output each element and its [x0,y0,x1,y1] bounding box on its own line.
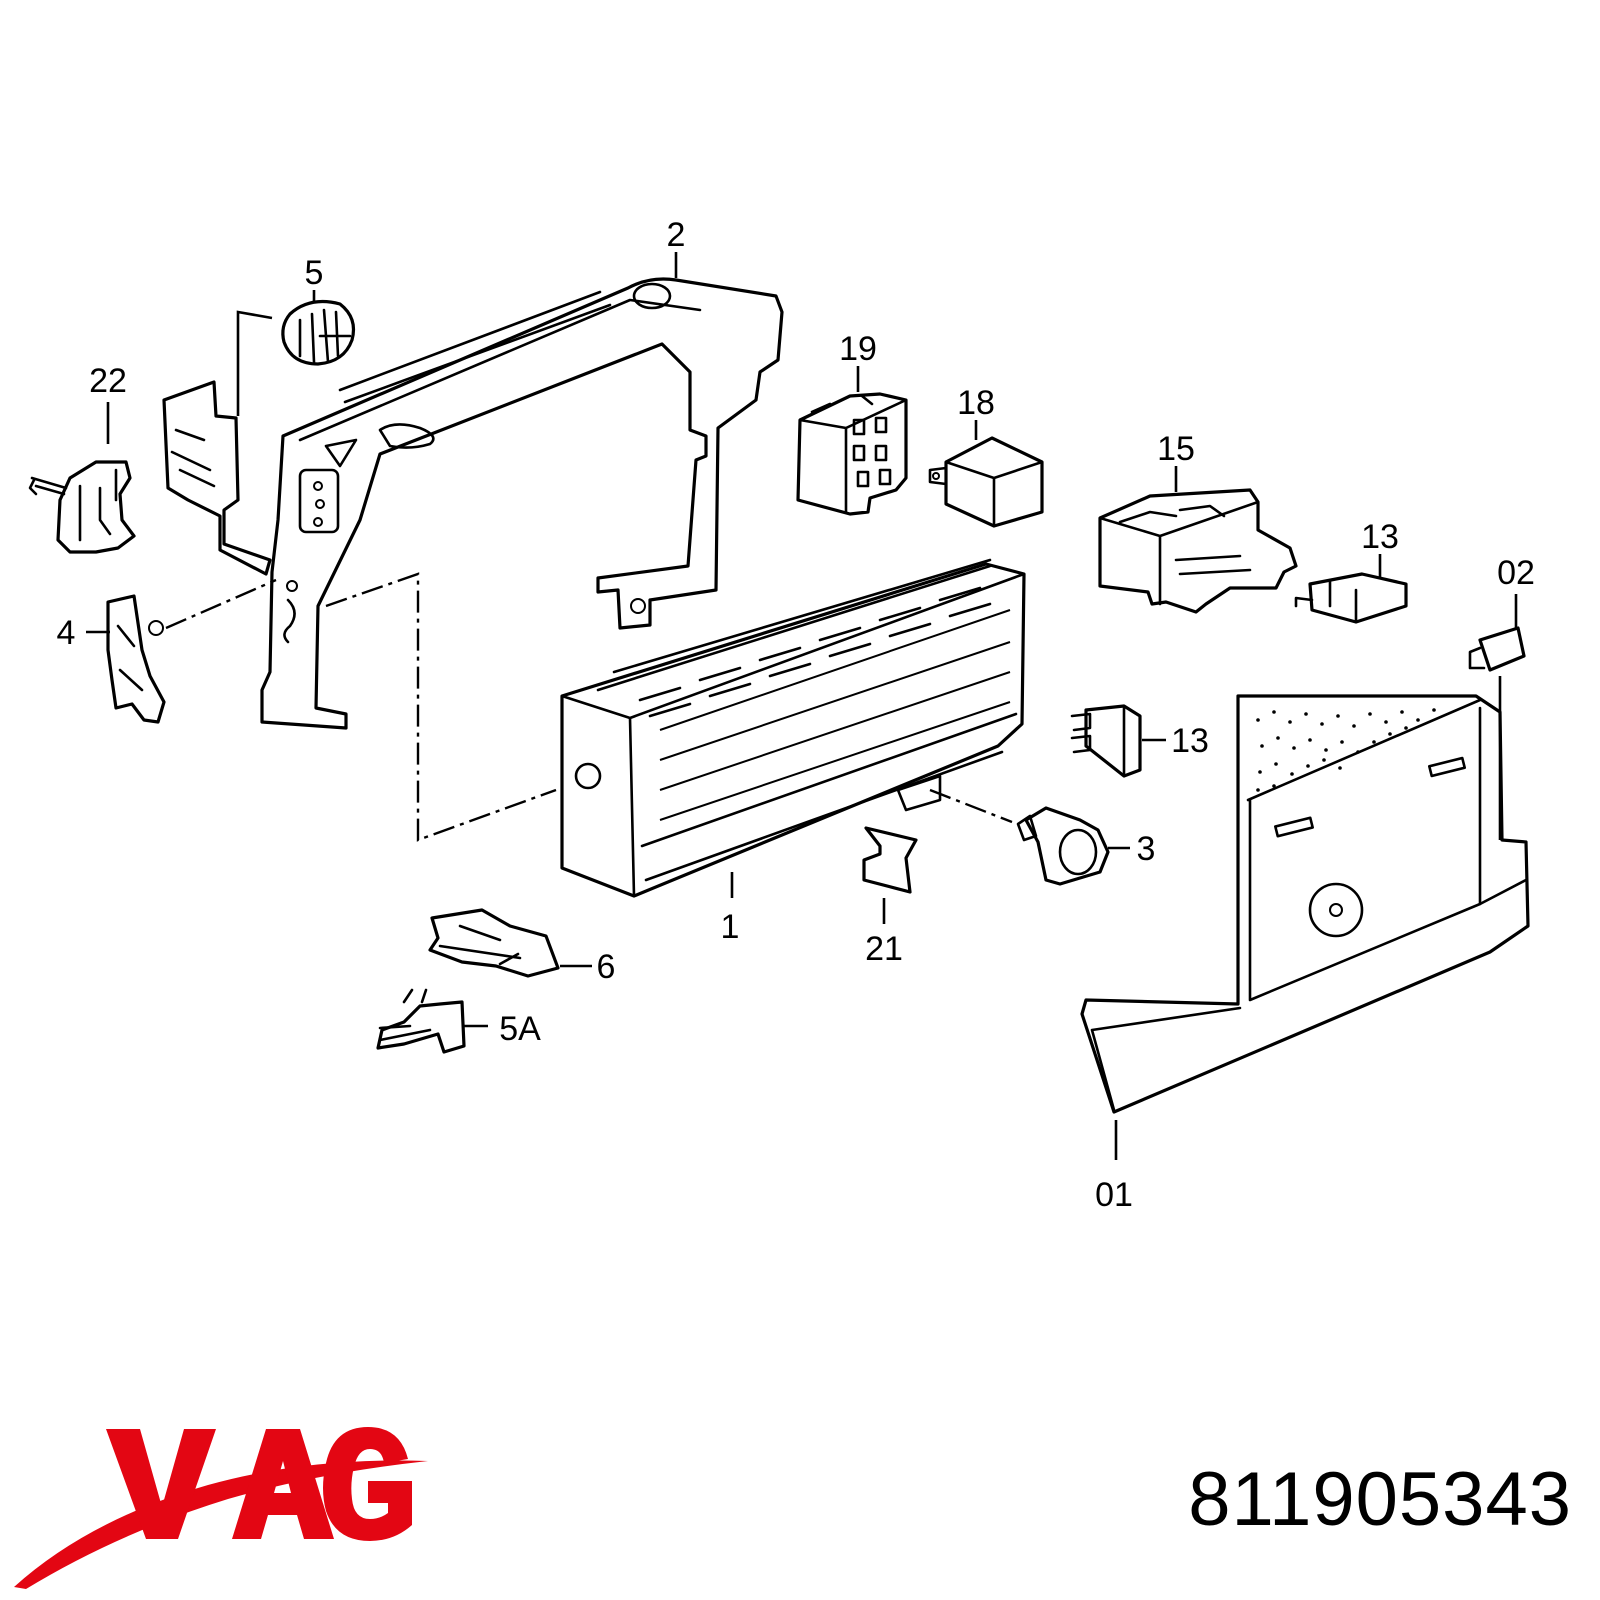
callout-labels: 2 5 22 4 19 18 15 13 02 13 3 1 21 6 5A 0… [57,216,1535,1214]
relay-holder-part-15 [1098,488,1298,614]
leader-lines [86,252,1518,1160]
clip-part-4 [106,594,166,724]
bracket-part-22 [28,380,272,576]
callout-18: 18 [957,384,995,422]
clip-part-6 [428,908,560,978]
fuse-box-part-1 [560,558,1026,898]
cap-part-02 [1468,626,1526,672]
callout-5a: 5A [499,1010,541,1048]
relay-part-18 [928,436,1044,528]
callout-19: 19 [839,330,877,368]
callout-2: 2 [667,216,686,254]
callout-01: 01 [1095,1176,1133,1214]
callout-21: 21 [865,930,903,968]
fuse-part-13-upper [1294,572,1408,624]
vag-logo [14,1427,428,1589]
callout-02: 02 [1497,554,1535,592]
fuse-part-13-lower [1070,704,1142,778]
part-number: 811905343 [1188,1457,1572,1542]
bracket-part-2 [260,277,784,730]
relay-socket-part-19 [796,392,908,516]
callout-22: 22 [89,362,127,400]
callout-15: 15 [1157,430,1195,468]
cover-part-01 [1080,694,1530,1114]
plate-part-21 [862,826,918,894]
plug-part-3 [1016,806,1110,886]
knob-part-5 [281,300,356,366]
callout-1: 1 [721,908,740,946]
callout-13-lower: 13 [1171,722,1209,760]
callout-4: 4 [57,614,76,652]
callout-6: 6 [597,948,616,986]
callout-13-upper: 13 [1361,518,1399,556]
clip-part-5a [376,988,466,1054]
callout-3: 3 [1137,830,1156,868]
callout-5: 5 [305,254,324,292]
